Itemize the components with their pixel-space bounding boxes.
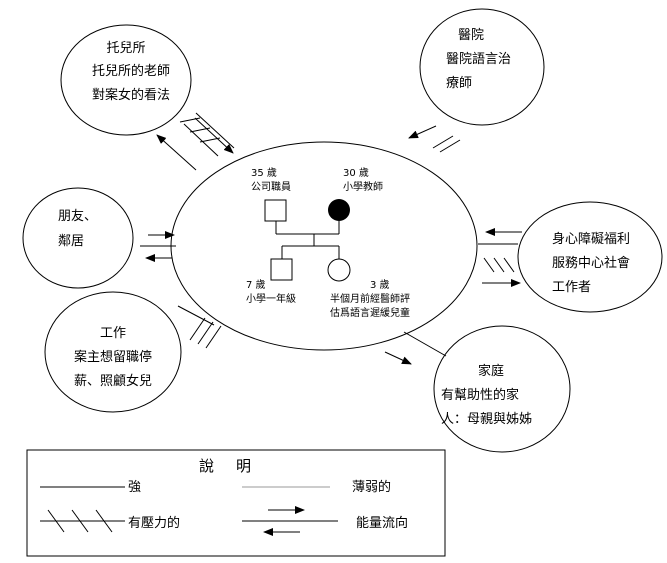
son-age: 7 歲 bbox=[246, 280, 266, 291]
arrow-to-family bbox=[408, 125, 437, 139]
legend-weak-label: 薄弱的 bbox=[352, 480, 392, 495]
friends-title: 朋友、 bbox=[58, 209, 98, 224]
daughter-desc2: 估爲語言遲緩兒童 bbox=[330, 308, 410, 319]
work-circle bbox=[44, 291, 182, 413]
family-support-line3: 人：母親與姊姊 bbox=[441, 412, 533, 427]
work-title: 工作 bbox=[99, 326, 126, 341]
daughter-desc1: 半個月前經醫師評 bbox=[330, 294, 410, 305]
welfare-line3: 工作者 bbox=[552, 280, 592, 295]
legend-stressful-line bbox=[40, 509, 125, 533]
daycare-line3: 對案女的看法 bbox=[91, 88, 170, 103]
work-line2: 案主想留職停 bbox=[73, 350, 152, 365]
daughter-age: 3 歲 bbox=[370, 280, 390, 291]
legend-energy-label: 能量流向 bbox=[356, 516, 409, 531]
family-support-connection bbox=[384, 331, 447, 365]
welfare-line2: 服務中心社會 bbox=[552, 256, 631, 271]
daycare-line2: 托兒所的老師 bbox=[91, 64, 170, 79]
legend-energy-arrows bbox=[242, 506, 338, 536]
friends-line2: 鄰居 bbox=[58, 234, 85, 249]
legend-stressful-label: 有壓力的 bbox=[128, 516, 181, 531]
father-symbol bbox=[264, 199, 287, 222]
arrow-to-family bbox=[194, 117, 234, 154]
welfare-connection bbox=[478, 228, 522, 287]
family-support-circle bbox=[433, 325, 571, 453]
mother-role: 小學教師 bbox=[343, 182, 383, 193]
daycare-title: 托兒所 bbox=[106, 41, 146, 56]
work-line3: 薪、照顧女兒 bbox=[73, 374, 152, 389]
daycare-circle bbox=[60, 24, 192, 136]
family-support-line2: 有幫助性的家 bbox=[441, 388, 520, 403]
daughter-symbol bbox=[327, 258, 351, 282]
genogram bbox=[264, 199, 351, 282]
father-age: 35 歲 bbox=[251, 168, 277, 179]
mother-symbol bbox=[328, 199, 350, 221]
legend-strong-label: 強 bbox=[128, 480, 142, 495]
father-role: 公司職員 bbox=[251, 182, 291, 193]
legend bbox=[26, 449, 446, 557]
work-connection bbox=[177, 305, 222, 349]
arrow-to-daycare bbox=[156, 134, 197, 171]
hospital-connection bbox=[408, 125, 461, 153]
mother-age: 30 歲 bbox=[343, 168, 369, 179]
hospital-circle bbox=[419, 8, 545, 126]
hospital-line2: 醫院語言治 bbox=[446, 52, 512, 67]
hospital-title: 醫院 bbox=[458, 28, 485, 43]
family-support-title: 家庭 bbox=[478, 364, 505, 379]
welfare-title: 身心障礙福利 bbox=[552, 232, 631, 247]
son-role: 小學一年級 bbox=[246, 294, 296, 305]
welfare-circle bbox=[517, 201, 663, 313]
legend-title: 說明 bbox=[198, 457, 273, 475]
daycare-connection bbox=[156, 112, 235, 171]
friends-circle bbox=[22, 187, 134, 289]
hospital-line3: 療師 bbox=[446, 76, 473, 91]
son-symbol bbox=[270, 258, 293, 281]
friends-connection bbox=[140, 231, 176, 262]
arrow-to-family-support bbox=[384, 351, 412, 365]
legend-box bbox=[26, 449, 446, 557]
